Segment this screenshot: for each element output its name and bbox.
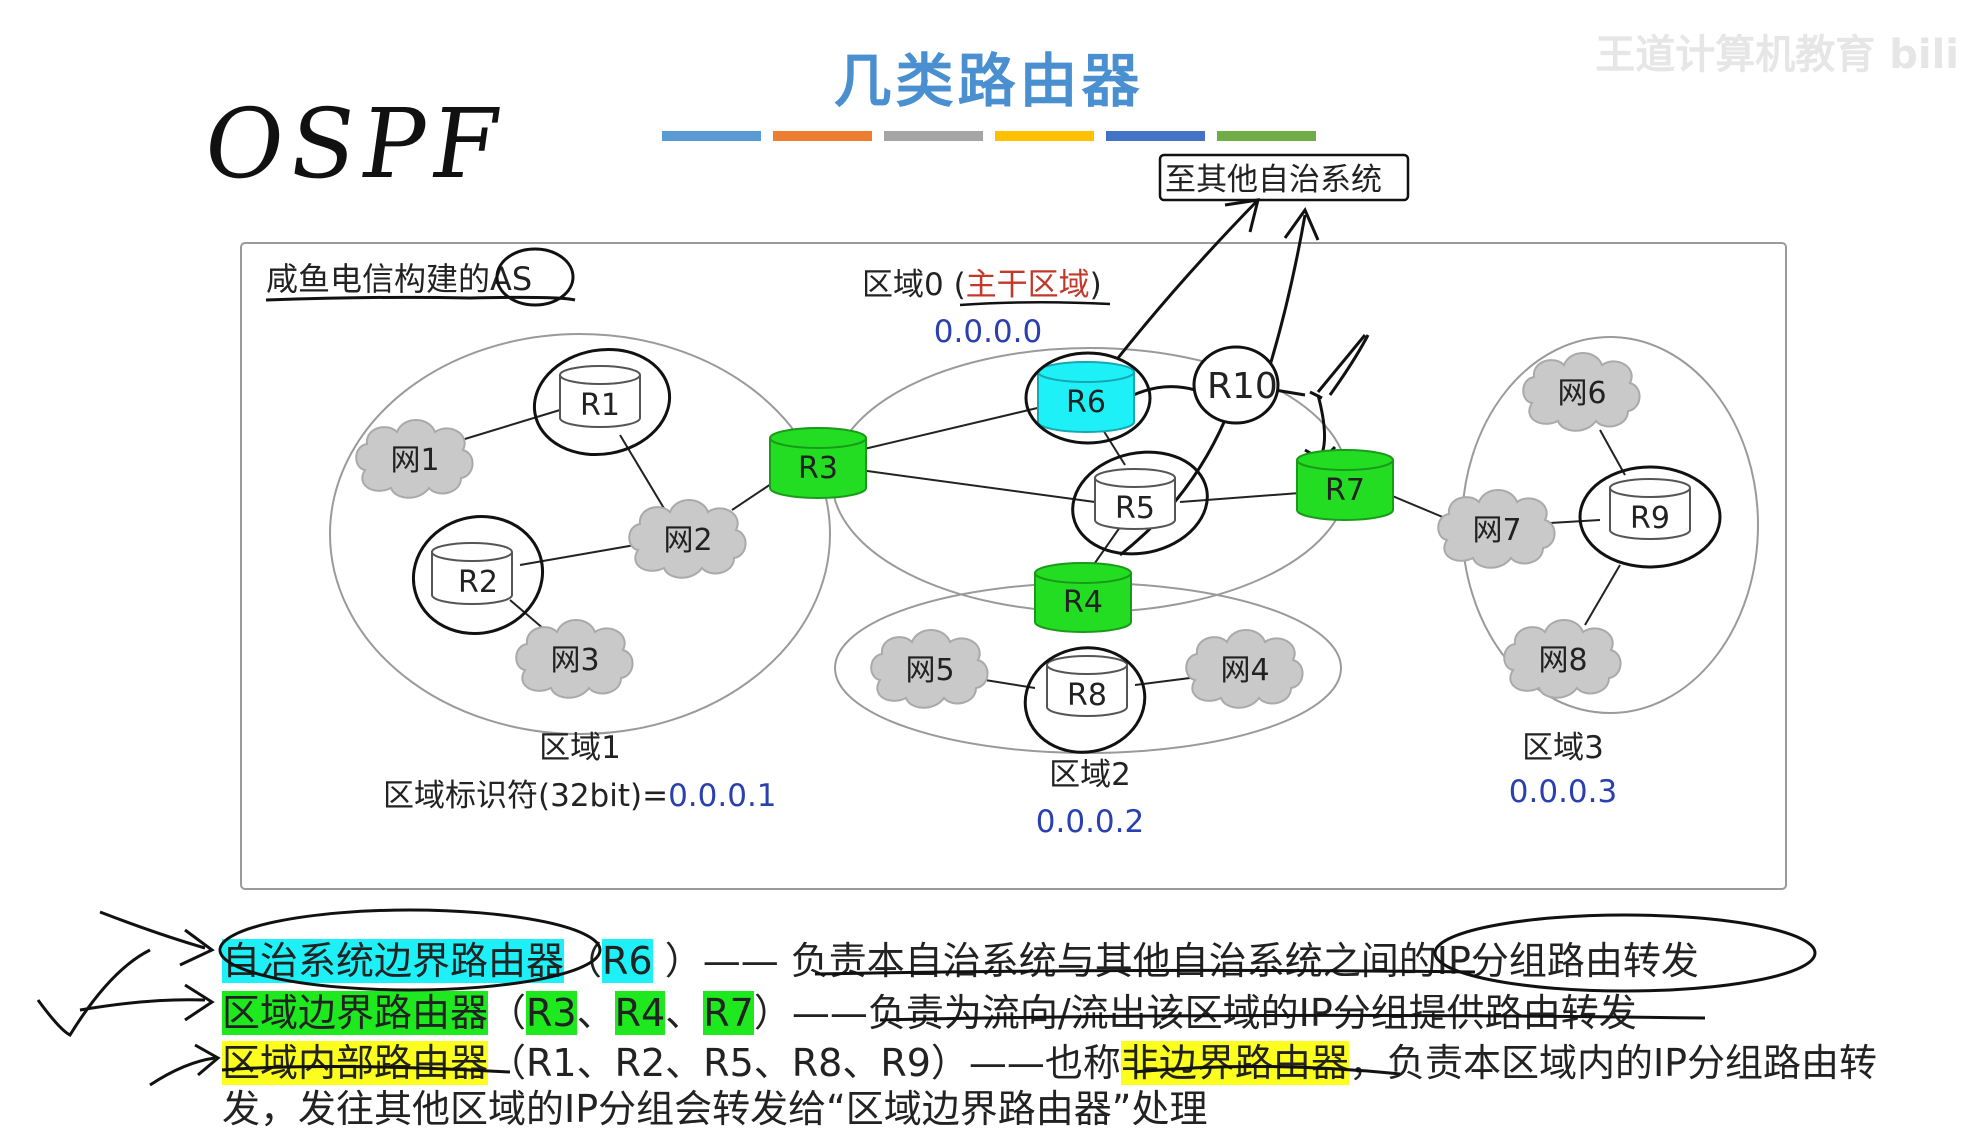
watermark: 王道计算机教育 bili bbox=[1595, 32, 1959, 78]
color-bar-4 bbox=[995, 131, 1094, 141]
svg-text:网6: 网6 bbox=[1557, 376, 1606, 411]
area2-id: 0.0.0.2 bbox=[1036, 804, 1144, 840]
color-bar-1 bbox=[662, 131, 761, 141]
legend-non-border-term: 非边界路由器 bbox=[1120, 1041, 1349, 1085]
router-r4: R4 bbox=[1034, 562, 1132, 633]
page-title: 几类路由器 bbox=[833, 47, 1144, 115]
router-r2: R2 bbox=[431, 542, 513, 605]
svg-text:网3: 网3 bbox=[550, 643, 599, 678]
router-r7: R7 bbox=[1296, 449, 1394, 521]
svg-text:网5: 网5 bbox=[905, 653, 954, 688]
r10-circle bbox=[1192, 345, 1280, 425]
legend-abr-desc: 负责为流向/流出该区域的IP分组提供路由转发 bbox=[867, 991, 1637, 1035]
svg-text:R1: R1 bbox=[580, 388, 620, 423]
svg-text:R2: R2 bbox=[458, 565, 498, 600]
svg-text:R8: R8 bbox=[1067, 678, 1107, 713]
network-3: 网3 bbox=[515, 619, 634, 699]
backbone-underline bbox=[959, 300, 1111, 307]
router-r9: R9 bbox=[1609, 478, 1691, 540]
svg-text:R4: R4 bbox=[1063, 585, 1103, 620]
color-bar-6 bbox=[1217, 131, 1316, 141]
network-6: 网6 bbox=[1522, 352, 1641, 432]
handwritten-r10: R10 bbox=[1207, 366, 1278, 407]
legend-asbr-term: 自治系统边界路由器 bbox=[222, 939, 565, 983]
network-4: 网4 bbox=[1185, 629, 1304, 709]
area0-id: 0.0.0.0 bbox=[934, 314, 1042, 350]
svg-text:网1: 网1 bbox=[390, 443, 439, 478]
area2-label: 区域2 bbox=[1049, 757, 1131, 793]
area1-id-line: 区域标识符(32bit)=0.0.0.1 bbox=[383, 778, 777, 814]
area3-label: 区域3 bbox=[1522, 730, 1604, 766]
svg-text:R3: R3 bbox=[798, 451, 838, 486]
svg-text:网7: 网7 bbox=[1472, 513, 1521, 548]
color-bar-3 bbox=[884, 131, 983, 141]
other-as-box bbox=[1158, 153, 1410, 202]
legend-asbr-desc: 负责本自治系统与其他自治系统之间的IP分组路由转发 bbox=[790, 939, 1699, 983]
router-r8: R8 bbox=[1046, 655, 1128, 717]
svg-text:网2: 网2 bbox=[663, 523, 712, 558]
network-7: 网7 bbox=[1437, 489, 1556, 569]
legend-abr-line: 区域边界路由器（R3、R4、R7）——负责为流向/流出该区域的IP分组提供路由转… bbox=[222, 991, 1637, 1035]
network-8: 网8 bbox=[1503, 619, 1622, 699]
legend-internal-term: 区域内部路由器 bbox=[222, 1041, 489, 1085]
svg-text:网4: 网4 bbox=[1220, 653, 1269, 688]
network-5: 网5 bbox=[870, 629, 989, 709]
color-bar-5 bbox=[1106, 131, 1205, 141]
color-bar-2 bbox=[773, 131, 872, 141]
area1-ellipse bbox=[329, 333, 831, 735]
as-label: 咸鱼电信构建的AS bbox=[266, 260, 532, 298]
area3-id: 0.0.0.3 bbox=[1509, 774, 1617, 810]
network-2: 网2 bbox=[628, 499, 747, 579]
svg-text:R5: R5 bbox=[1115, 491, 1155, 526]
network-1: 网1 bbox=[355, 419, 474, 499]
area0-label: 区域0 (主干区域) bbox=[862, 267, 1102, 303]
router-r5: R5 bbox=[1094, 468, 1176, 530]
svg-text:R9: R9 bbox=[1630, 501, 1670, 536]
handwritten-to-other-as: 至其他自治系统 bbox=[1165, 162, 1382, 198]
legend-internal-line: 区域内部路由器（R1、R2、R5、R8、R9）——也称非边界路由器，负责本区域内… bbox=[222, 1041, 1878, 1085]
router-r1: R1 bbox=[559, 365, 641, 428]
svg-text:网8: 网8 bbox=[1538, 643, 1587, 678]
handwritten-router-circles bbox=[411, 347, 1722, 754]
svg-text:R6: R6 bbox=[1066, 385, 1106, 420]
router-r3: R3 bbox=[769, 427, 867, 499]
legend-abr-term: 区域边界路由器 bbox=[222, 991, 489, 1035]
as-handwritten-circle bbox=[495, 247, 575, 307]
router-r6: R6 bbox=[1037, 361, 1135, 433]
as-underline bbox=[265, 295, 576, 302]
legend-r6: R6 bbox=[602, 939, 653, 983]
svg-text:R7: R7 bbox=[1325, 473, 1365, 508]
legend-asbr-line: 自治系统边界路由器（R6 ）—— 负责本自治系统与其他自治系统之间的IP分组路由… bbox=[222, 939, 1699, 983]
as-box bbox=[240, 242, 1787, 890]
area1-label: 区域1 bbox=[539, 730, 621, 766]
